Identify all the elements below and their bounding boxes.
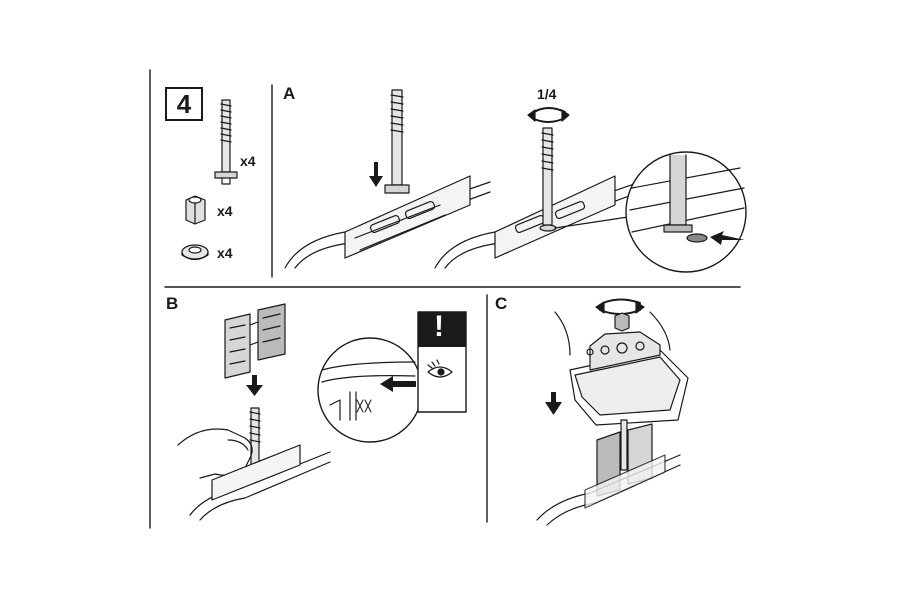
rail-a-right xyxy=(434,175,641,269)
down-arrow-a xyxy=(369,162,383,187)
push-arrow-a xyxy=(710,231,745,245)
rail-c xyxy=(536,454,681,526)
hex-nut-icon xyxy=(185,195,206,225)
bolt-a-left xyxy=(384,89,410,194)
rail-a-left xyxy=(284,175,491,269)
nut-c xyxy=(614,312,630,332)
panel-label-b: B xyxy=(166,294,179,313)
warning-box xyxy=(417,311,467,413)
panel-label-c: C xyxy=(495,294,508,313)
bolt-b xyxy=(249,407,261,471)
rotate-arrow-c xyxy=(595,298,645,315)
bolt-qty: x4 xyxy=(240,153,256,169)
down-arrow-b xyxy=(246,375,263,396)
rotate-arrow-icon xyxy=(527,107,570,123)
warning-icon: ! xyxy=(434,310,444,343)
car-roof-outline xyxy=(554,311,671,356)
rail-b xyxy=(189,444,331,521)
foot-housing xyxy=(569,331,689,426)
detail-circle-b xyxy=(317,337,423,443)
push-arrow-b xyxy=(380,376,416,392)
down-arrow-c xyxy=(545,392,562,415)
detail-circle-a xyxy=(625,151,747,273)
t-bolt-icon xyxy=(214,99,238,185)
panel-label-a: A xyxy=(283,84,296,103)
step-number: 4 xyxy=(165,87,203,121)
washer-icon xyxy=(181,244,209,261)
detail-leader xyxy=(554,216,629,229)
washer-qty: x4 xyxy=(217,245,233,261)
clip-pad-b xyxy=(224,303,286,379)
rotation-label: 1/4 xyxy=(537,86,557,102)
eye-icon xyxy=(427,359,453,378)
nut-qty: x4 xyxy=(217,203,233,219)
xx-mark-icon xyxy=(356,399,372,413)
